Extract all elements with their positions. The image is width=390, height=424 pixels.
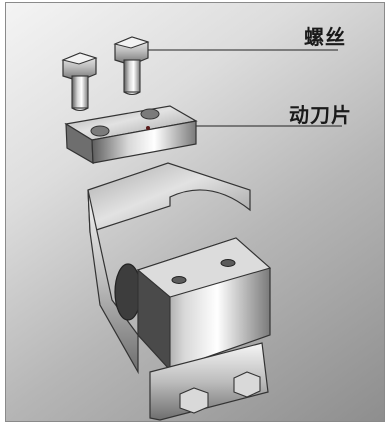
- moving-blade: [64, 105, 198, 165]
- screw-right: [113, 36, 150, 96]
- screw-label: 螺丝: [304, 25, 346, 49]
- screw-left: [61, 52, 98, 112]
- clamp-housing: [87, 162, 272, 421]
- moving-blade-label: 动刀片: [289, 103, 352, 127]
